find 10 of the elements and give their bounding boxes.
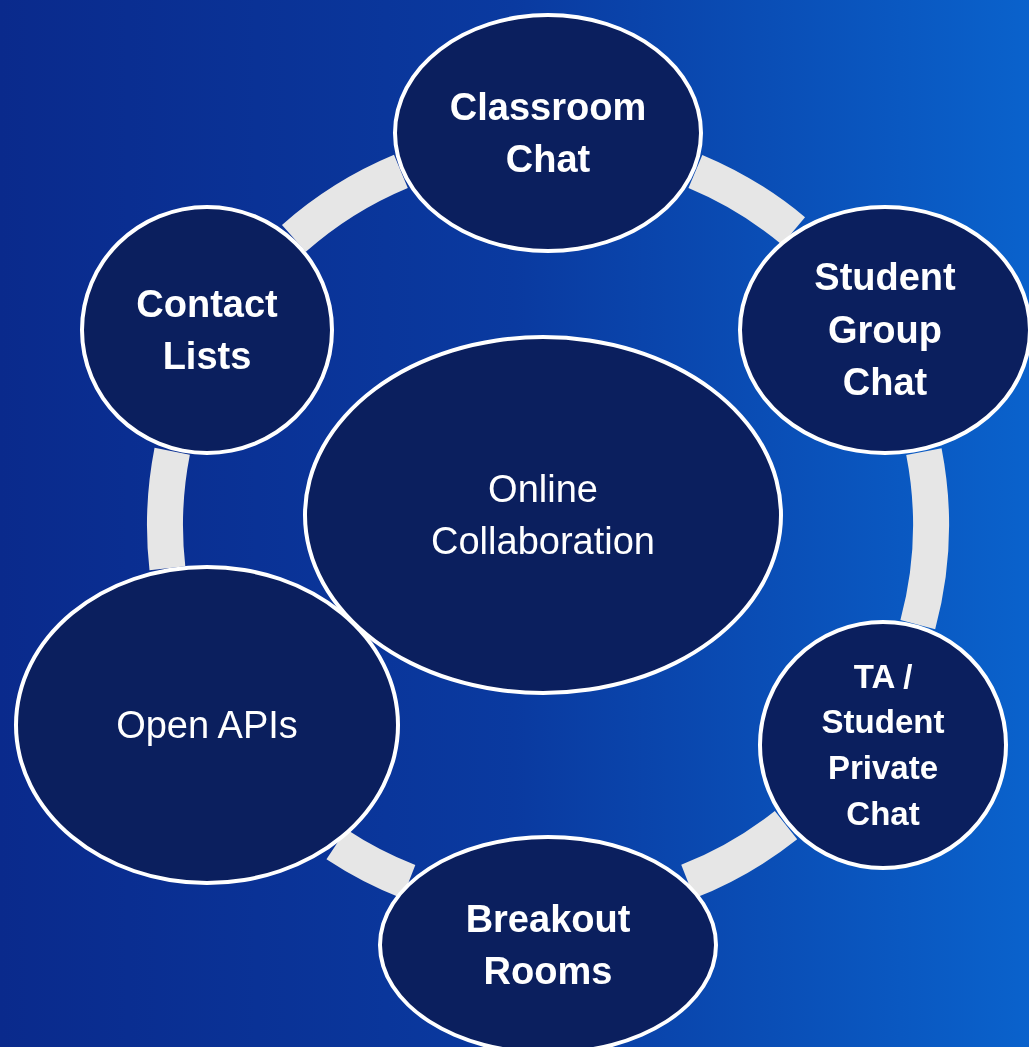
node-label: Student Group Chat	[813, 255, 957, 406]
node-label: TA / Student Private Chat	[820, 656, 946, 834]
node-label: Open APIs	[115, 702, 299, 748]
ring-segment	[680, 810, 797, 899]
node-label: Classroom Chat	[448, 84, 648, 182]
node-label: Breakout Rooms	[464, 896, 632, 994]
ring-segment	[282, 155, 409, 253]
node-label: Online Collaboration	[430, 466, 656, 564]
ring-segment	[900, 449, 949, 629]
node-label: Contact Lists	[135, 281, 279, 379]
